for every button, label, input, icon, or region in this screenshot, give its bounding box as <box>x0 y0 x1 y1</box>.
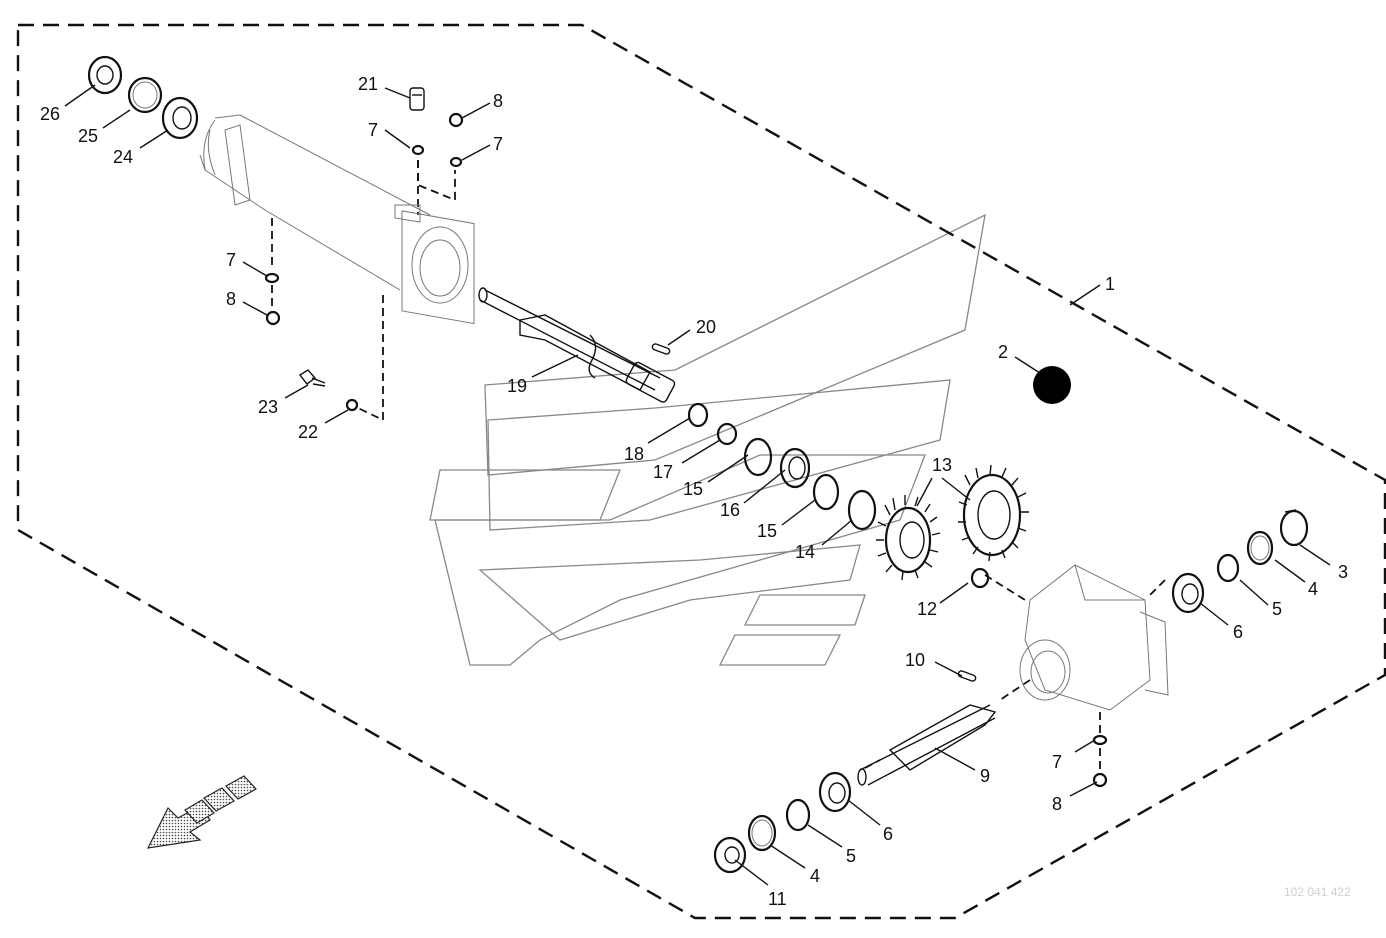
callout-16: 16 <box>720 500 740 520</box>
leader-lines <box>64 84 1331 886</box>
bearing-6-right <box>1171 572 1205 614</box>
callout-15: 15 <box>757 521 777 541</box>
callout-22: 22 <box>298 422 318 442</box>
key-10 <box>957 670 977 682</box>
callout-24: 24 <box>113 147 133 167</box>
callout-8: 8 <box>1052 794 1062 814</box>
ring-18 <box>687 402 709 428</box>
callout-5: 5 <box>846 846 856 866</box>
bevel-gear-right <box>958 464 1029 562</box>
callout-20: 20 <box>696 317 716 337</box>
cap-3 <box>1279 509 1309 547</box>
callout-19: 19 <box>507 376 527 396</box>
callout-15: 15 <box>683 479 703 499</box>
ring-4-right <box>1246 530 1274 566</box>
ring-15-b <box>812 473 840 511</box>
callout-7: 7 <box>1052 752 1062 772</box>
callout-17: 17 <box>653 462 673 482</box>
ring-17 <box>716 422 738 446</box>
ring-15-a <box>743 437 773 477</box>
ring-12 <box>970 567 990 589</box>
key-20 <box>651 343 671 355</box>
washer-22 <box>345 398 359 412</box>
callout-6: 6 <box>1233 622 1243 642</box>
bearing-24 <box>161 96 199 140</box>
bolt-23 <box>298 369 326 387</box>
ring-5-right <box>1216 553 1240 583</box>
callout-21: 21 <box>358 74 378 94</box>
callout-7: 7 <box>493 134 503 154</box>
callout-6: 6 <box>883 824 893 844</box>
reference-code: 102 041 422 <box>1284 885 1351 899</box>
bearing-6-lower <box>818 771 852 813</box>
seal-11 <box>713 836 747 874</box>
washer-7-lower <box>1092 734 1108 746</box>
nut-8-top <box>448 112 464 128</box>
callout-labels: 1 2 3 4 4 5 5 6 6 7 7 7 7 8 8 8 9 10 11 … <box>40 74 1348 909</box>
direction-arrow-icon <box>146 775 257 849</box>
kit-outline <box>16 23 1386 920</box>
watermark-logo <box>429 213 986 666</box>
callout-7: 7 <box>226 250 236 270</box>
callout-13: 13 <box>932 455 952 475</box>
callout-25: 25 <box>78 126 98 146</box>
washer-7-left <box>264 272 280 284</box>
nut-8-left <box>265 310 281 326</box>
snap-ring-14 <box>847 489 877 531</box>
grease-dot-2 <box>1033 366 1071 404</box>
callout-18: 18 <box>624 444 644 464</box>
bearing-16 <box>779 447 811 489</box>
ring-5-lower <box>785 798 811 832</box>
callout-26: 26 <box>40 104 60 124</box>
callout-23: 23 <box>258 397 278 417</box>
callout-8: 8 <box>226 289 236 309</box>
callout-5: 5 <box>1272 599 1282 619</box>
callout-1: 1 <box>1105 274 1115 294</box>
fitting-21 <box>409 87 425 111</box>
gearbox-housing <box>1019 564 1169 711</box>
callout-8: 8 <box>493 91 503 111</box>
callout-10: 10 <box>905 650 925 670</box>
nut-8-lower <box>1092 772 1108 788</box>
callout-9: 9 <box>980 766 990 786</box>
callout-7: 7 <box>368 120 378 140</box>
callout-4: 4 <box>810 866 820 886</box>
washer-7-top-left <box>411 144 425 156</box>
washer-7-top-right <box>449 156 463 168</box>
callout-2: 2 <box>998 342 1008 362</box>
callout-11: 11 <box>768 889 787 909</box>
callout-12: 12 <box>917 599 937 619</box>
callout-3: 3 <box>1338 562 1348 582</box>
assembly-lines <box>271 160 1166 775</box>
callout-14: 14 <box>795 542 815 562</box>
lower-shaft <box>857 704 997 786</box>
ring-4-lower <box>747 814 777 852</box>
upper-shaft <box>478 287 676 403</box>
upper-tube-housing <box>199 114 475 325</box>
bevel-gear-left <box>876 495 941 581</box>
callout-4: 4 <box>1308 579 1318 599</box>
ring-25 <box>127 76 163 114</box>
seal-26 <box>87 55 123 95</box>
